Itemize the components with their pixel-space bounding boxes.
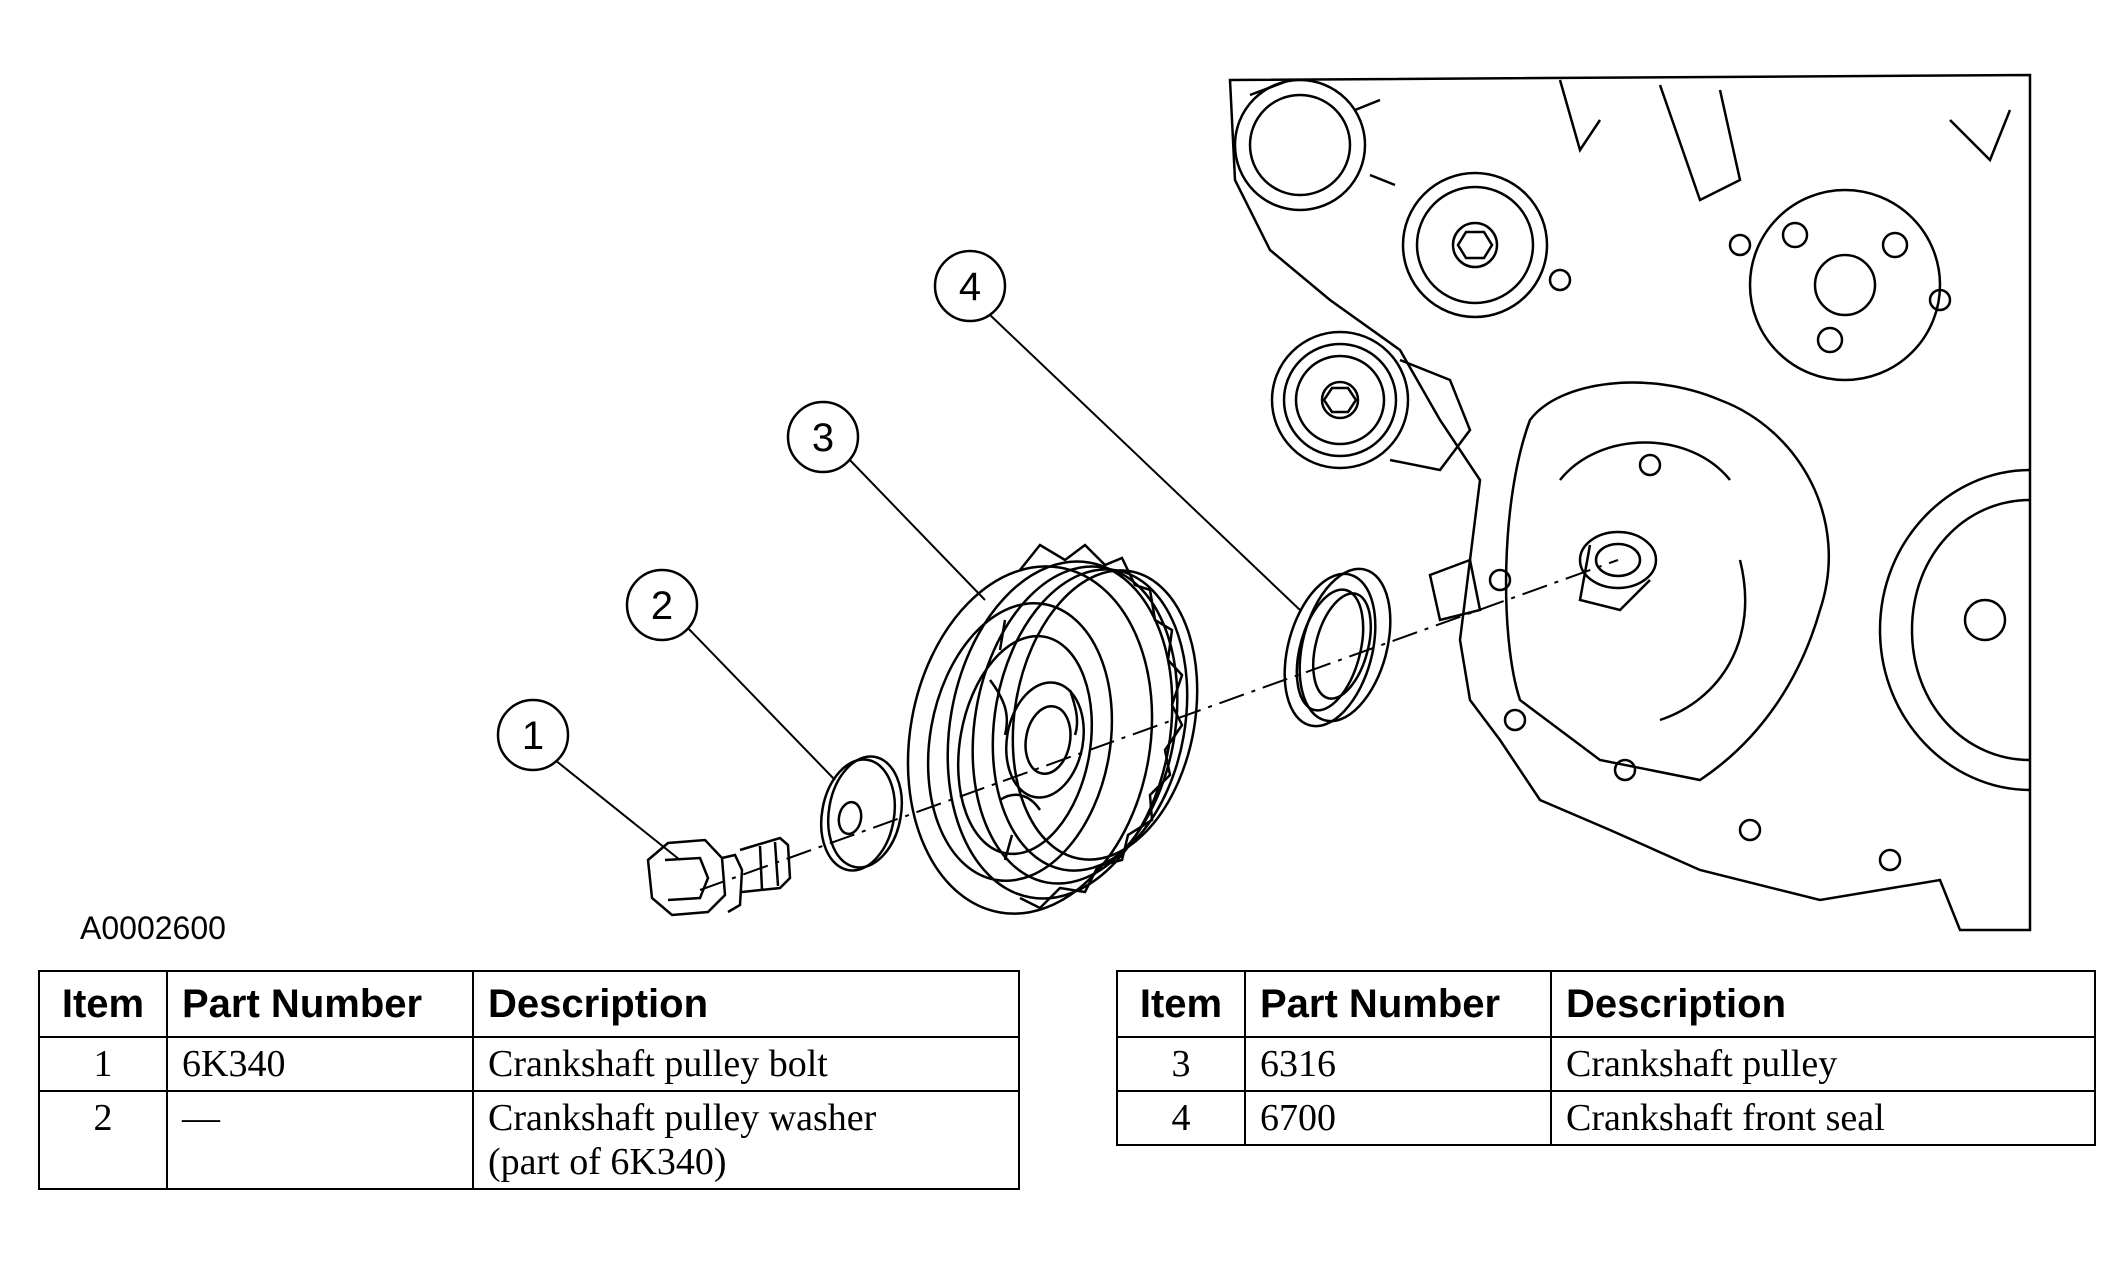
svg-text:4: 4 — [959, 265, 981, 309]
cell-item: 3 — [1116, 1036, 1246, 1092]
description-line: (part of 6K340) — [488, 1141, 727, 1183]
assembly-centerline — [699, 559, 1619, 891]
header-description: Description — [1550, 970, 2096, 1038]
header-description: Description — [472, 970, 1020, 1038]
cell-item: 4 — [1116, 1090, 1246, 1146]
description-line: Crankshaft front seal — [1566, 1097, 1885, 1139]
cell-part-number: 6316 — [1244, 1036, 1552, 1092]
cell-part-number: — — [166, 1090, 474, 1190]
parts-table-left: Item Part Number Description 1 6K340 Cra… — [38, 970, 1020, 1190]
callout-2-leader — [684, 624, 836, 781]
crankshaft-pulley-washer-part — [819, 755, 904, 872]
table-row: 3 6316 Crankshaft pulley — [1116, 1036, 2096, 1092]
cell-item: 1 — [38, 1036, 168, 1092]
description-line: Crankshaft pulley — [1566, 1043, 1838, 1085]
callout-4: 4 — [933, 249, 1007, 323]
callout-1-leader — [554, 759, 681, 861]
table-row: 4 6700 Crankshaft front seal — [1116, 1090, 2096, 1146]
table-row: 2 — Crankshaft pulley washer (part of 6K… — [38, 1090, 1020, 1190]
header-part-number: Part Number — [1244, 970, 1552, 1038]
crankshaft-pulley-bolt-part — [646, 836, 792, 917]
table-row: 1 6K340 Crankshaft pulley bolt — [38, 1036, 1020, 1092]
description-line: Crankshaft pulley bolt — [488, 1043, 828, 1085]
figure-id: A0002600 — [80, 910, 226, 946]
crankshaft-pulley-part — [906, 543, 1199, 915]
cell-part-number: 6700 — [1244, 1090, 1552, 1146]
svg-text:3: 3 — [812, 416, 834, 460]
callout-3-leader — [844, 454, 986, 601]
table-header-row: Item Part Number Description — [1116, 970, 2096, 1038]
cell-description: Crankshaft pulley — [1550, 1036, 2096, 1092]
header-item: Item — [1116, 970, 1246, 1038]
header-part-number: Part Number — [166, 970, 474, 1038]
description-line: Crankshaft pulley washer — [488, 1097, 877, 1139]
cell-item: 2 — [38, 1090, 168, 1190]
cell-description: Crankshaft front seal — [1550, 1090, 2096, 1146]
callout-1: 1 — [496, 698, 570, 772]
callout-3: 3 — [786, 400, 860, 474]
header-item: Item — [38, 970, 168, 1038]
callout-2: 2 — [625, 568, 699, 642]
crankshaft-front-seal-part — [1283, 567, 1392, 728]
engine-front-cover — [1228, 73, 2032, 932]
callout-4-leader — [989, 314, 1301, 611]
cell-description: Crankshaft pulley washer (part of 6K340) — [472, 1090, 1020, 1190]
svg-text:1: 1 — [522, 714, 544, 758]
parts-table-right: Item Part Number Description 3 6316 Cran… — [1116, 970, 2096, 1146]
table-header-row: Item Part Number Description — [38, 970, 1020, 1038]
cell-part-number: 6K340 — [166, 1036, 474, 1092]
svg-text:2: 2 — [651, 584, 673, 628]
cell-description: Crankshaft pulley bolt — [472, 1036, 1020, 1092]
